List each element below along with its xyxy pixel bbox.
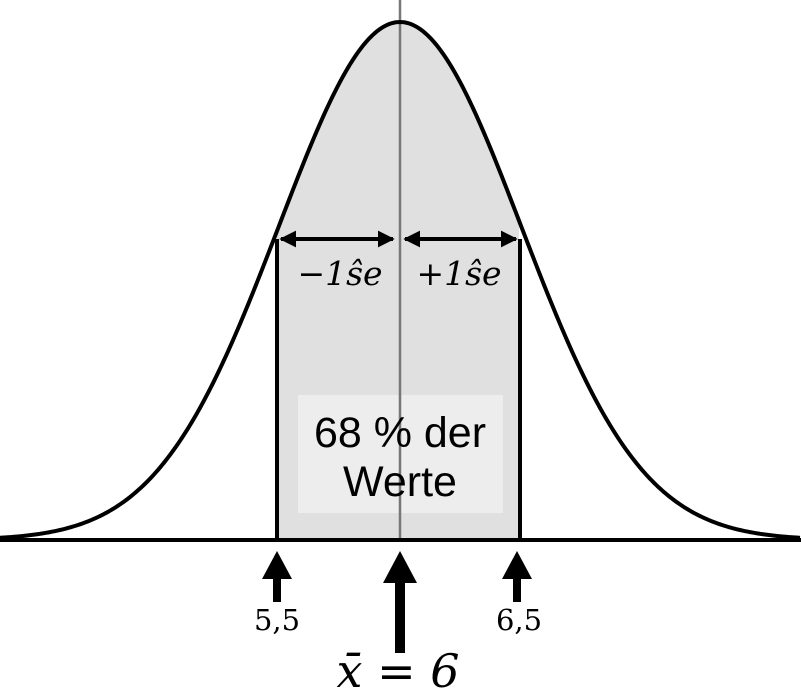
mean-label: x̄ = 6: [337, 644, 460, 693]
bell-curve: [0, 20, 801, 540]
area-label-line2: Werte: [343, 458, 457, 506]
up-arrow-icon: [262, 551, 292, 602]
minus-se-label: −1ŝe: [297, 254, 382, 293]
up-arrow-icon: [383, 551, 417, 653]
right-value-label: 6,5: [496, 603, 542, 637]
area-label-line1: 68 % der: [314, 409, 486, 457]
left-value-label: 5,5: [254, 603, 300, 637]
up-arrow-icon: [502, 551, 532, 602]
plus-se-label: +1ŝe: [416, 254, 501, 293]
